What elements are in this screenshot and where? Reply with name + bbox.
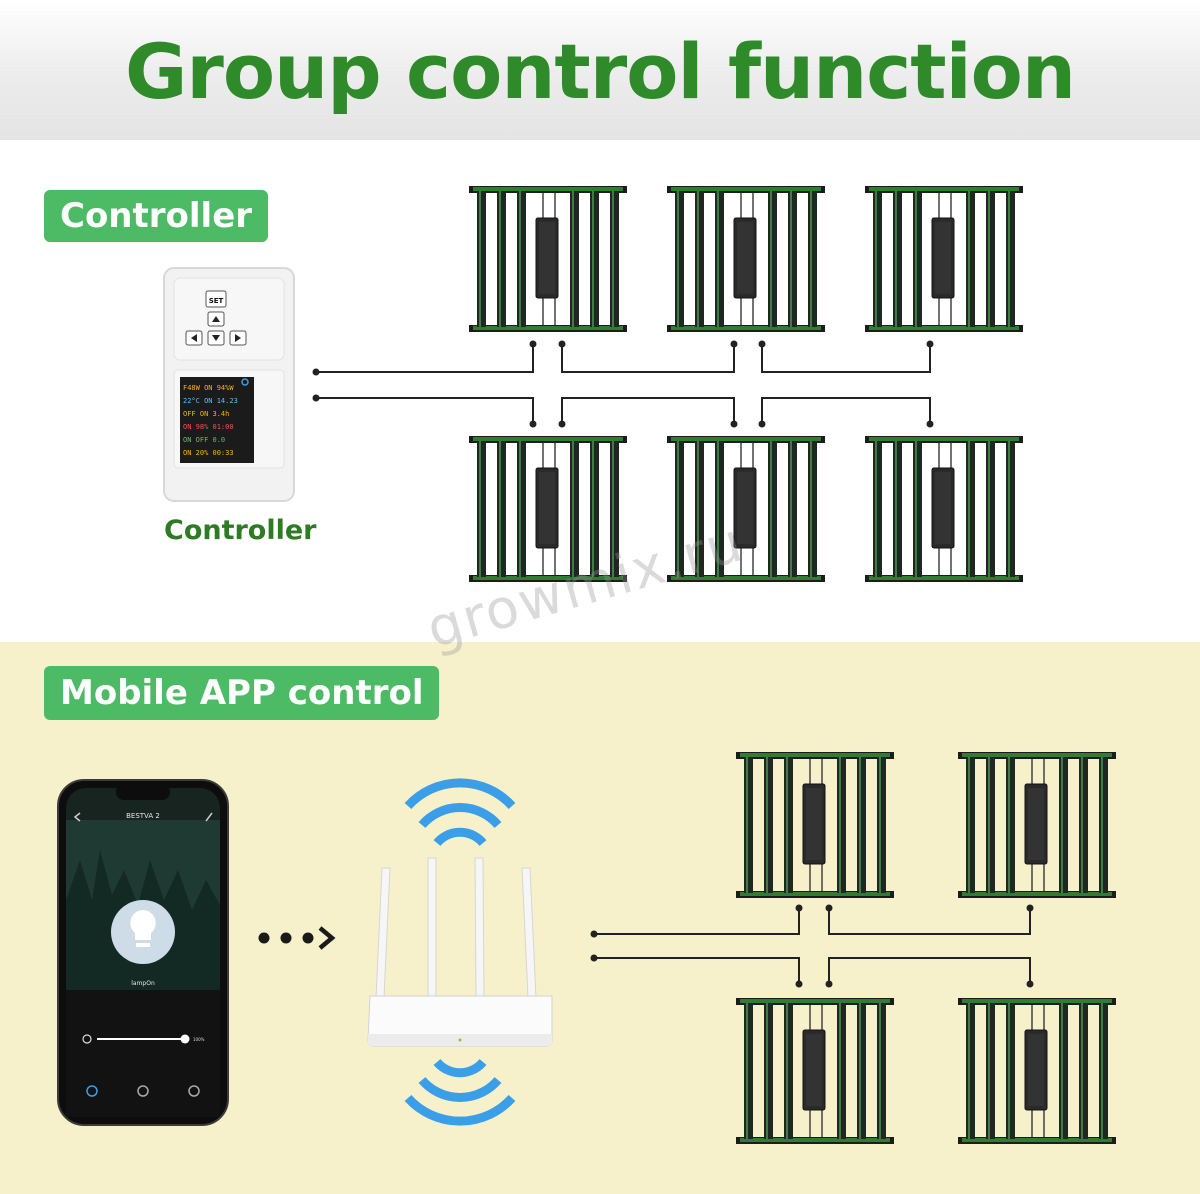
- smartphone: [57, 779, 229, 1126]
- set-button-label: SET: [209, 297, 224, 305]
- svg-text:22°C ON 14.23: 22°C ON 14.23: [183, 397, 238, 405]
- edit-icon: [205, 812, 213, 822]
- wifi-router: [367, 857, 553, 1047]
- scene-tab-icon: [137, 1085, 149, 1097]
- mobile-app-label: Mobile APP control: [44, 666, 440, 720]
- arrow-up-icon: [212, 316, 220, 322]
- fixture-bottom-1: [735, 751, 895, 899]
- fixture-bottom-2: [957, 751, 1117, 899]
- app-title: BESTVA 2: [126, 812, 160, 820]
- brightness-fill: [97, 1038, 185, 1040]
- svg-text:OFF ON 3.4h: OFF ON 3.4h: [183, 410, 229, 418]
- controller-wiring: [316, 344, 931, 424]
- svg-text:ON OFF 0.0: ON OFF 0.0: [183, 436, 225, 444]
- arrow-down-icon: [212, 335, 220, 341]
- header-banner: [0, 0, 1200, 140]
- page-title: Group control function: [125, 27, 1076, 116]
- wifi-signal-top-icon: [404, 778, 516, 847]
- svg-text:ON 20% 00:33: ON 20% 00:33: [183, 449, 234, 457]
- lamp-label: lampOn: [131, 980, 155, 987]
- controller-wire-dots: [312, 340, 934, 428]
- svg-text:ON 98% 01:00: ON 98% 01:00: [183, 423, 234, 431]
- mobile-wiring: [594, 908, 1031, 984]
- controller-label: Controller: [44, 190, 269, 242]
- back-arrow-icon: [73, 812, 81, 822]
- controller-caption: Controller: [164, 515, 317, 546]
- fixture-top-1: [468, 185, 628, 333]
- mobile-wire-dots: [590, 904, 1034, 988]
- fixture-top-3: [864, 185, 1024, 333]
- fixture-bottom-4: [957, 997, 1117, 1145]
- wifi-signal-bottom-icon: [404, 1058, 516, 1126]
- brightness-icon: [82, 1034, 92, 1044]
- controller-device: [163, 267, 295, 502]
- brightness-slider-knob: [180, 1034, 190, 1044]
- fixture-top-2: [666, 185, 826, 333]
- fixture-top-6: [864, 435, 1024, 583]
- svg-text:F48W ON 94%W: F48W ON 94%W: [183, 384, 234, 392]
- fixture-bottom-3: [735, 997, 895, 1145]
- signal-arrow-icon: [258, 926, 336, 950]
- arrow-left-icon: [191, 334, 197, 342]
- lightbulb-icon: [130, 910, 156, 940]
- set-button: [205, 290, 227, 308]
- more-tab-icon: [188, 1085, 200, 1097]
- phone-notch: [116, 784, 170, 800]
- brightness-value: 100%: [193, 1037, 205, 1042]
- controller-screen: [180, 377, 254, 463]
- controller-screen-text: F48W ON 94%W 22°C ON 14.23 OFF ON 3.4h O…: [183, 384, 238, 457]
- power-tab-icon: [86, 1085, 98, 1097]
- arrow-right-icon: [235, 334, 241, 342]
